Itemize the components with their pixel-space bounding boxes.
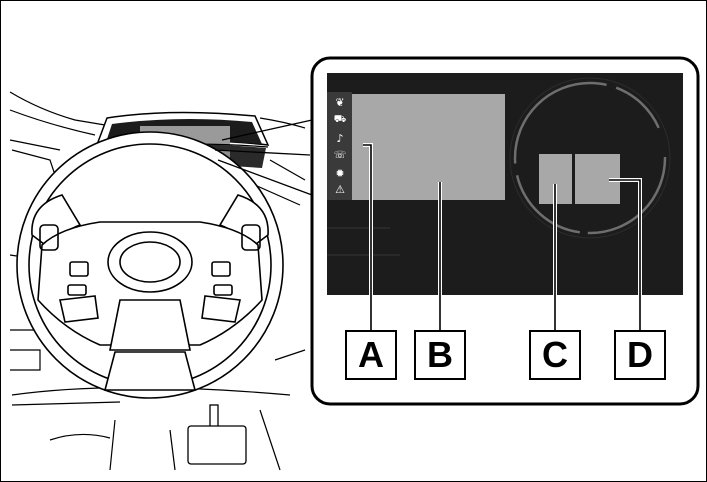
callout-d-label: D [614, 330, 666, 380]
callout-c-label: C [529, 330, 581, 380]
callout-b-label: B [414, 330, 466, 380]
warning-triangle-icon: ⚠ [335, 183, 345, 196]
pedal [187, 404, 247, 465]
phone-car-icon: ☏ [333, 150, 347, 161]
eco-leaf-icon: ❦ [335, 96, 345, 109]
music-note-icon: ♪ [336, 132, 344, 145]
zoom-box [310, 56, 700, 406]
settings-gear-icon: ✹ [335, 167, 345, 180]
callout-a-label: A [345, 330, 397, 380]
callout-leaders [363, 143, 642, 338]
steering-wheel [16, 131, 284, 399]
car-assist-icon: ⛟ [333, 114, 347, 125]
zoom-leader [214, 119, 313, 196]
